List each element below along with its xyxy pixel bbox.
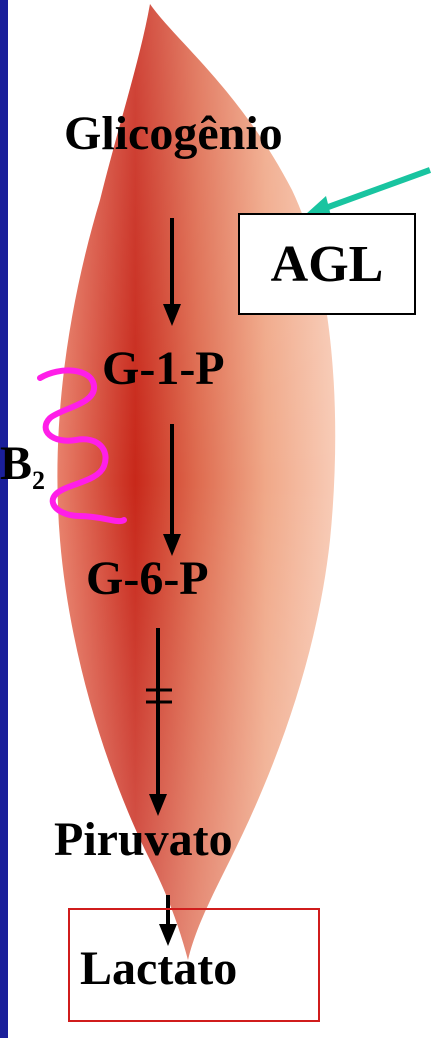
label-g6p: G-6-P — [86, 555, 209, 603]
label-agl: AGL — [271, 235, 384, 294]
label-piruvato: Piruvato — [54, 816, 233, 864]
label-beta2: B2 — [0, 440, 45, 494]
label-beta-main: B — [0, 437, 32, 490]
label-beta-sub: 2 — [32, 466, 45, 495]
label-lactato: Lactato — [80, 945, 237, 993]
label-g1p: G-1-P — [102, 345, 225, 393]
agl-box: AGL — [238, 213, 416, 315]
label-glicogenio: Glicogênio — [64, 110, 283, 158]
